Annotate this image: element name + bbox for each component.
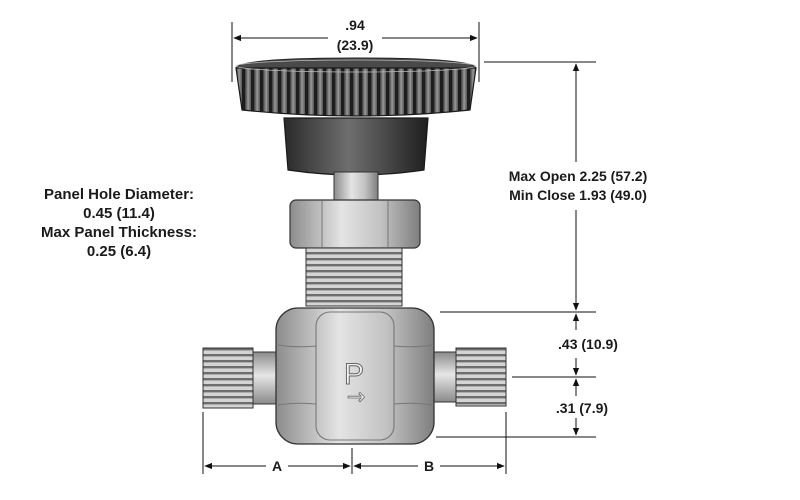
port-center-value: .43 (10.9) xyxy=(558,336,618,352)
panel-hole-value: 0.45 (11.4) xyxy=(83,205,155,222)
valve-stem xyxy=(333,171,379,201)
dimension-port-center: .43 (10.9) xyxy=(512,313,618,378)
knob-width-mm: (23.9) xyxy=(337,37,374,53)
panel-hole-label: Panel Hole Diameter: xyxy=(43,186,195,203)
dimension-b-label: B xyxy=(424,458,434,474)
bonnet-thread xyxy=(305,247,403,307)
panel-nut xyxy=(289,199,421,249)
dimension-knob-width: .94 (23.9) xyxy=(231,14,480,82)
flow-arrow-icon: → xyxy=(347,385,365,410)
dimension-a-label: A xyxy=(272,458,282,474)
port-bottom-value: .31 (7.9) xyxy=(556,400,608,416)
body-logo-letter: P xyxy=(344,358,364,391)
knob-knurled-rim xyxy=(235,67,477,117)
dimension-height: Max Open 2.25 (57.2) Min Close 1.93 (49.… xyxy=(440,61,648,313)
dimension-port-bottom: .31 (7.9) xyxy=(436,378,608,438)
knob-width-inch: .94 xyxy=(345,17,365,33)
knob xyxy=(235,57,477,117)
panel-thickness-label: Max Panel Thickness: xyxy=(41,224,197,241)
panel-mounting-note: Panel Hole Diameter: 0.45 (11.4) Max Pan… xyxy=(14,185,224,261)
dimension-a-b: A B xyxy=(202,412,507,474)
right-port-connector xyxy=(431,347,507,407)
knob-hub xyxy=(283,117,429,176)
height-max-open: Max Open 2.25 (57.2) xyxy=(509,168,648,184)
panel-thickness-value: 0.25 (6.4) xyxy=(86,243,152,260)
valve-body: P → xyxy=(275,307,435,445)
height-min-close: Min Close 1.93 (49.0) xyxy=(509,187,647,203)
left-port-connector xyxy=(202,347,279,409)
knob-top xyxy=(235,57,477,69)
